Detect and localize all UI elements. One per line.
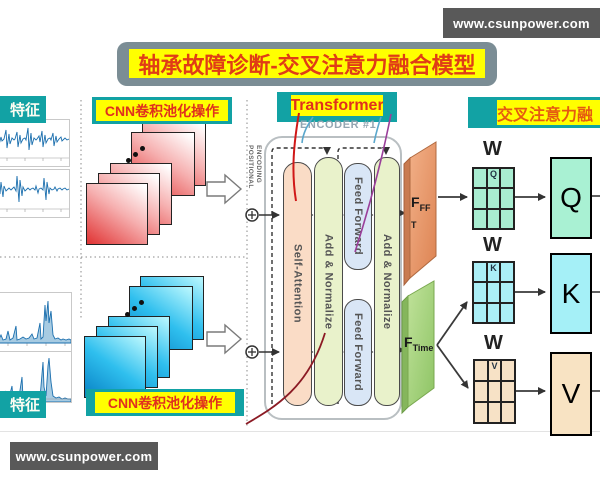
ellipsis-dot [133, 152, 138, 157]
self-attention-block: Self-Attention [283, 162, 312, 406]
ellipsis-dot [140, 146, 145, 151]
transformer-label: Transformer [291, 95, 383, 116]
grid-cell [501, 402, 515, 423]
weight-label-q: W [483, 138, 502, 160]
weight-matrix-k: K [472, 261, 515, 324]
add-normalize-text: Add & Normalize [322, 233, 335, 330]
grid-cell [473, 262, 487, 283]
add-normalize-text: Add & Normalize [381, 233, 393, 330]
feed-forward-block-bottom: Feed Forward [344, 299, 372, 406]
fft-feature-symbol: F [411, 194, 420, 210]
fft-feature-sub: FF [419, 203, 431, 214]
value-block: V [550, 352, 592, 436]
grid-cell [501, 360, 515, 381]
watermark-top-text: www.csunpower.com [453, 15, 590, 31]
frequency-spectrum-plot-1 [0, 292, 72, 354]
fft-feature-label: FFF T [411, 194, 431, 231]
grid-cell [474, 402, 488, 423]
cross-attention-title-frame: 交叉注意力融 [468, 97, 600, 128]
positional-encoding-line2: ENCODING [255, 145, 262, 184]
time-waveform-plot-2 [0, 169, 70, 218]
fft-feature-sub2: T [411, 220, 417, 231]
weight-label-k: W [483, 234, 502, 256]
grid-cell-letter: Q [486, 168, 501, 189]
weight-matrix-q: Q [472, 167, 515, 230]
ellipsis-dot [132, 306, 137, 311]
transformer-label-frame: Transformer [277, 92, 397, 122]
grid-cell [486, 302, 501, 323]
ellipsis-dot [126, 158, 131, 163]
time-feature-symbol-label: FTime [404, 334, 434, 354]
self-attention-text: Self-Attention [291, 244, 304, 324]
waveform-icon [0, 127, 70, 161]
add-normalize-block-1: Add & Normalize [314, 157, 343, 406]
frequency-feature-label: 特征 [0, 391, 46, 418]
plus-circle-icon-bottom [245, 345, 259, 359]
grid-cell [486, 282, 501, 303]
grid-cell [487, 402, 502, 423]
time-waveform-plot-1 [0, 119, 70, 167]
feed-forward-text: Feed Forward [352, 177, 364, 256]
weight-label-v: W [484, 332, 503, 354]
slide-bottom-edge [0, 431, 600, 432]
cnn-label-bottom: CNN卷积池化操作 [95, 392, 235, 413]
v-cell-label: V [491, 361, 498, 371]
waveform-icon [0, 175, 70, 212]
ellipsis-dot [139, 300, 144, 305]
add-normalize-block-2: Add & Normalize [374, 157, 400, 406]
grid-cell [473, 282, 487, 303]
grid-cell [486, 188, 501, 209]
grid-cell [500, 188, 514, 209]
spectrum-icon [0, 300, 72, 346]
grid-cell [473, 168, 487, 189]
grid-cell [500, 208, 514, 229]
weight-matrix-v: V [473, 359, 516, 424]
grid-cell [473, 302, 487, 323]
grid-cell [474, 381, 488, 402]
cnn-label-top: CNN卷积池化操作 [96, 100, 228, 121]
grid-cell [486, 208, 501, 229]
block-arrow-top [206, 173, 243, 205]
cnn-label-bottom-frame: CNN卷积池化操作 [86, 389, 244, 416]
grid-cell [500, 282, 514, 303]
positional-encoding-line1: POSITIONAL [247, 145, 254, 189]
time-feature-sub: Time [412, 343, 434, 354]
cross-attention-title: 交叉注意力融 [497, 100, 600, 125]
q-cell-label: Q [489, 169, 497, 179]
watermark-bottom-text: www.csunpower.com [15, 448, 153, 464]
grid-cell [500, 168, 514, 189]
query-block: Q [550, 157, 592, 239]
watermark-top: www.csunpower.com [443, 8, 600, 38]
grid-cell [500, 302, 514, 323]
grid-cell [473, 208, 487, 229]
cyan-feature-map [84, 336, 146, 398]
feed-forward-text: Feed Forward [352, 313, 364, 392]
grid-cell-letter: V [487, 360, 502, 381]
block-arrow-bottom [206, 323, 243, 355]
grid-cell [487, 381, 502, 402]
encoder-label: ENCODER #1 [300, 119, 377, 131]
positional-encoding-label: POSITIONAL ENCODING [247, 145, 262, 189]
grid-cell [473, 188, 487, 209]
main-title: 轴承故障诊断-交叉注意力融合模型 [129, 49, 485, 78]
ellipsis-dot [125, 312, 130, 317]
grid-cell [474, 360, 488, 381]
grid-cell [501, 381, 515, 402]
plus-circle-icon-top [245, 208, 259, 222]
k-cell-label: K [490, 263, 497, 273]
time-feature-label: 特征 [0, 96, 46, 123]
key-block: K [550, 253, 592, 334]
feed-forward-block-top: Feed Forward [344, 163, 372, 270]
watermark-bottom: www.csunpower.com [10, 442, 158, 470]
grid-cell-letter: K [486, 262, 501, 283]
time-feature-symbol: F [404, 334, 413, 350]
grid-cell [500, 262, 514, 283]
main-title-frame: 轴承故障诊断-交叉注意力融合模型 [117, 42, 497, 86]
red-feature-map [86, 183, 148, 245]
cnn-label-top-frame: CNN卷积池化操作 [92, 97, 232, 124]
